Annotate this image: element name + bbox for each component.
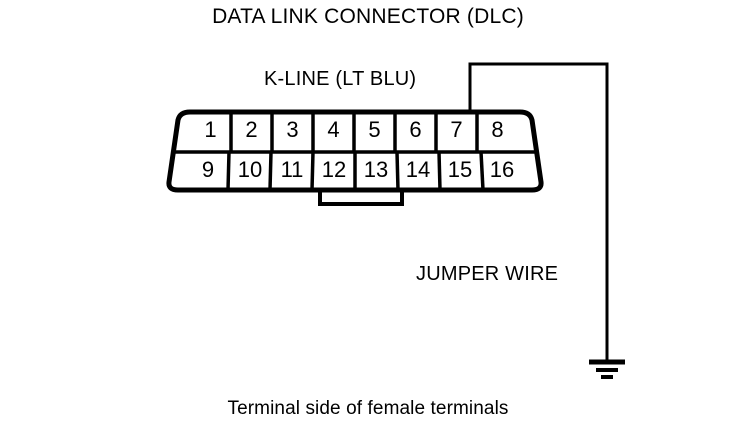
cell-divider-bottom-1 <box>226 151 231 191</box>
pin-number: 13 <box>363 157 389 182</box>
cell-divider-bottom-3 <box>310 151 315 191</box>
pin-number: 2 <box>245 117 258 142</box>
pin-number: 10 <box>237 157 263 182</box>
cell-divider-bottom-6 <box>437 151 442 191</box>
cell-divider-bottom-2 <box>268 151 273 191</box>
kline-ground-wire <box>468 62 609 362</box>
pin-number: 1 <box>204 117 217 142</box>
pin-number: 3 <box>286 117 299 142</box>
pin-number: 16 <box>489 157 515 182</box>
caption: Terminal side of female terminals <box>227 398 509 419</box>
pin-number: 15 <box>447 157 473 182</box>
jumper-wire-bracket <box>318 190 404 206</box>
jumper-wire-label: JUMPER WIRE <box>416 263 559 285</box>
pin-number: 6 <box>409 117 422 142</box>
pin-number: 8 <box>491 117 504 142</box>
pin-number: 7 <box>450 117 463 142</box>
pin-number: 4 <box>327 117 340 142</box>
kline-label: K-LINE (LT BLU) <box>264 68 417 90</box>
cell-divider-bottom-5 <box>395 151 400 191</box>
cell-divider-bottom-7 <box>479 151 485 191</box>
pin-number: 12 <box>321 157 347 182</box>
pin-number: 14 <box>405 157 431 182</box>
pin-number: 9 <box>201 157 215 182</box>
pin-number: 11 <box>280 157 304 182</box>
page-title: DATA LINK CONNECTOR (DLC) <box>212 5 524 28</box>
pin-number: 5 <box>368 117 381 142</box>
